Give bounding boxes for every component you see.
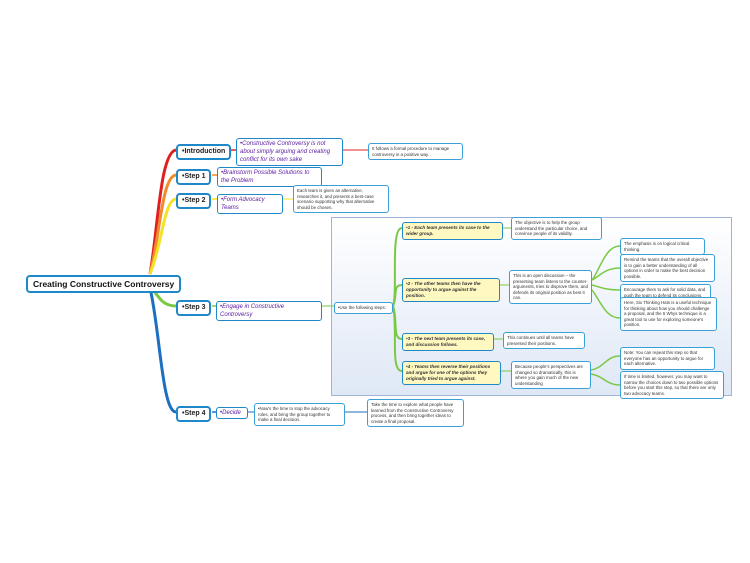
substep-2-child-1[interactable]: The emphasis is on logical critical thin… bbox=[620, 238, 705, 256]
substep-2[interactable]: 2 - The other teams then have the opport… bbox=[402, 278, 500, 302]
substep-4-child-1[interactable]: Note: You can repeat this step so that e… bbox=[620, 347, 715, 370]
substep-1-note[interactable]: The objective is to help the group under… bbox=[511, 217, 602, 240]
substep-2-child-4[interactable]: Here, Six Thinking Hats is a useful tech… bbox=[620, 297, 717, 331]
branch-step4 bbox=[148, 287, 177, 414]
intro-label[interactable]: Constructive Controversy is not about si… bbox=[236, 138, 343, 166]
step3-lead-note[interactable]: Use the following steps: bbox=[334, 302, 393, 314]
root-topic[interactable]: Creating Constructive Controversy bbox=[26, 275, 182, 293]
step2-note[interactable]: Each team is given an alternative, resea… bbox=[293, 185, 389, 214]
substep-4-note[interactable]: Because people's perspectives are change… bbox=[511, 361, 591, 390]
link-sub4-child2 bbox=[590, 373, 621, 386]
substep-2-child-2[interactable]: Remind the teams that the overall object… bbox=[620, 254, 715, 283]
substep-4[interactable]: 4 - Teams then reverse their positions a… bbox=[402, 361, 501, 385]
link-sub1 bbox=[392, 227, 403, 307]
link-sub4 bbox=[392, 305, 403, 372]
link-sub2-child4 bbox=[591, 289, 621, 319]
step-1[interactable]: Step 1 bbox=[176, 169, 212, 185]
link-sub2 bbox=[392, 284, 403, 307]
step-3[interactable]: Step 3 bbox=[176, 300, 212, 316]
step-2[interactable]: Step 2 bbox=[176, 193, 212, 209]
step4-note-a[interactable]: Now's the time to stop the advocacy role… bbox=[254, 403, 345, 426]
link-sub2-child3 bbox=[591, 284, 621, 291]
substep-2-note[interactable]: This is an open discussion – the present… bbox=[509, 270, 592, 304]
substep-1[interactable]: 1 - Each team presents its case to the w… bbox=[402, 222, 503, 240]
link-sub4-child1 bbox=[590, 355, 621, 371]
substep-3[interactable]: 3 - The next team presents its case, and… bbox=[402, 333, 494, 351]
step-introduction[interactable]: Introduction bbox=[176, 144, 232, 160]
step1-label[interactable]: Brainstorm Possible Solutions to the Pro… bbox=[217, 167, 322, 187]
substep-4-child-2[interactable]: If time is limited, however, you may wan… bbox=[620, 371, 724, 400]
branch-step2 bbox=[148, 197, 177, 275]
step2-label[interactable]: Form Advocacy Teams bbox=[217, 194, 283, 214]
step4-label[interactable]: Decide bbox=[216, 407, 248, 419]
step-4[interactable]: Step 4 bbox=[176, 406, 212, 422]
step4-note-b[interactable]: Take the time to explore what people hav… bbox=[367, 399, 464, 428]
intro-note[interactable]: It follows a formal procedure to manage … bbox=[368, 143, 463, 161]
link-sub2-child1 bbox=[591, 245, 621, 281]
step3-label[interactable]: Engage in Constructive Controversy bbox=[216, 301, 322, 321]
substep-3-note[interactable]: This continues until all teams have pres… bbox=[503, 332, 585, 350]
link-sub2-child2 bbox=[591, 267, 621, 281]
